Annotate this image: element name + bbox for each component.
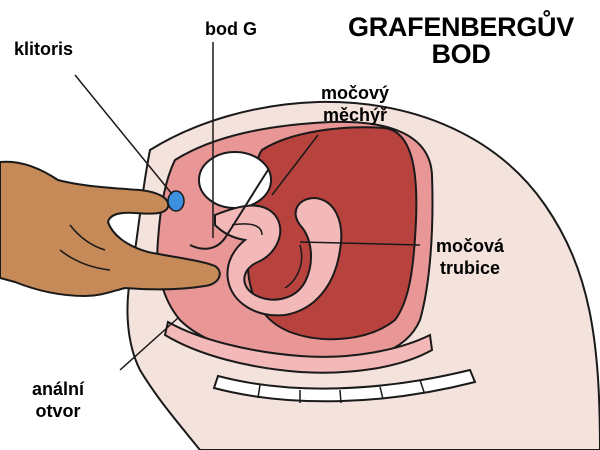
diagram-title: GRAFENBERGŮV BOD [336,14,586,68]
hand-knuckle-lines [59,224,111,271]
clitoris-marker [167,190,185,212]
label-urethra-line-2: trubice [439,258,500,278]
pubic-bone [198,151,272,209]
label-urethra: močová trubice [425,235,515,279]
label-clitoris: klitoris [14,38,73,60]
rectum [163,320,434,374]
spine [212,368,477,403]
label-bladder-line-2: měchýř [322,105,388,125]
leader-urethra [299,241,421,246]
leader-bladder [271,134,319,196]
leader-clitoris [74,74,173,195]
title-line-1: GRAFENBERGŮV [348,12,574,42]
hand [0,160,221,298]
label-urethra-line-1: močová [435,236,505,256]
label-anus-line-1: anální [31,379,84,399]
leader-anus [119,317,179,371]
label-bladder-line-1: močový [320,83,390,103]
label-clitoris-text: klitoris [14,39,74,59]
title-line-2: BOD [431,39,491,69]
label-g-spot: bod G [205,18,257,40]
vaginal-inner-line [231,223,303,289]
label-anus-line-2: otvor [35,401,81,421]
vaginal-canal [214,196,343,317]
urethra-tube [189,169,269,250]
label-g-spot-text: bod G [205,19,257,39]
label-anus: anální otvor [18,378,98,422]
label-bladder: močový měchýř [305,82,405,126]
vertebra-lines [257,379,425,404]
